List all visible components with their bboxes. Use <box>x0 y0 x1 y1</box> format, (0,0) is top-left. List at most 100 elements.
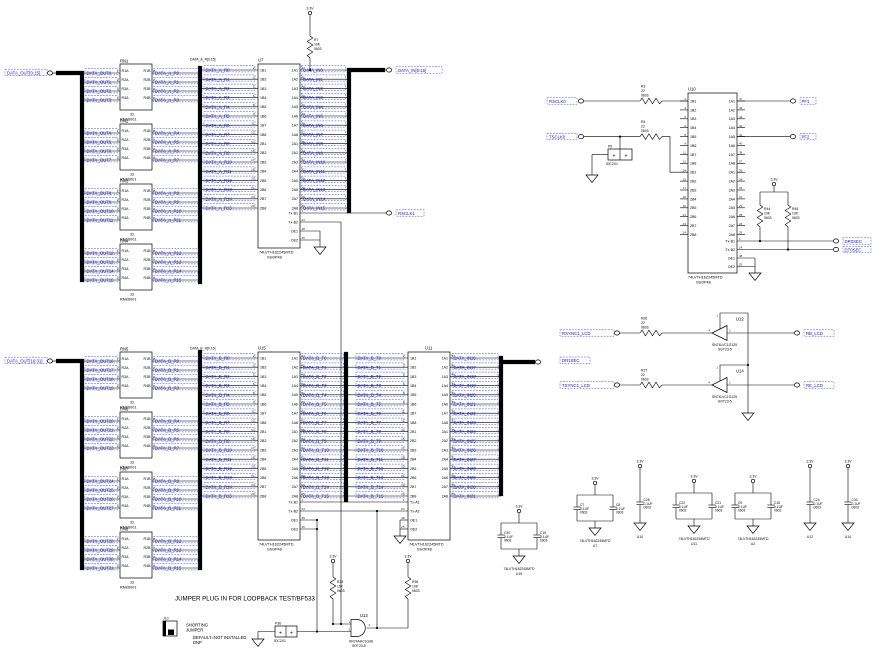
svg-text:R3A: R3A <box>122 555 130 559</box>
net-label: DATA_B_T4 <box>300 390 346 397</box>
net-label: DATA_IN23 <box>450 417 501 425</box>
net-label: DATA_OUT16 <box>82 356 120 364</box>
svg-text:DATA_A_R12: DATA_A_R12 <box>155 251 182 256</box>
port-dr0sec: DR0SEC <box>833 237 872 245</box>
net-label: DATA_B_T5 <box>346 399 408 407</box>
port-glyph <box>614 382 620 388</box>
svg-text:43: 43 <box>302 382 306 386</box>
svg-text:1A4: 1A4 <box>292 384 298 388</box>
svg-text:8: 8 <box>154 249 156 253</box>
net-label: DATA_OUT8 <box>82 188 120 196</box>
net-label: DATA_OUT31 <box>82 563 120 571</box>
svg-text:DATA_B_T2: DATA_B_T2 <box>358 374 382 379</box>
bus-data-in-b <box>498 355 536 497</box>
svg-text:2B3: 2B3 <box>260 160 266 164</box>
gnd-symbol <box>687 522 701 534</box>
svg-text:C9: C9 <box>738 501 742 505</box>
svg-text:2A8: 2A8 <box>442 494 448 498</box>
bus-data-out-b <box>55 358 85 571</box>
svg-text:DATA_A_R11: DATA_A_R11 <box>206 169 233 174</box>
svg-text:1A7: 1A7 <box>729 153 735 157</box>
svg-text:OE2: OE2 <box>728 265 735 269</box>
net-label: DATA_OUT14 <box>82 266 120 274</box>
svg-text:37: 37 <box>302 419 306 423</box>
svg-text:DATA_IN3: DATA_IN3 <box>303 95 324 100</box>
svg-text:R3B: R3B <box>144 495 152 499</box>
svg-text:RN8S001: RN8S001 <box>120 406 136 410</box>
svg-text:0603: 0603 <box>641 129 649 133</box>
svg-text:U15: U15 <box>516 572 522 576</box>
svg-text:7: 7 <box>154 198 156 202</box>
svg-text:1B3: 1B3 <box>260 87 266 91</box>
svg-text:OE2: OE2 <box>291 238 298 242</box>
svg-text:1A2: 1A2 <box>292 366 298 370</box>
net-label: DATA_B_T2 <box>300 371 346 379</box>
svg-text:DATA_B_T9: DATA_B_T9 <box>358 438 382 443</box>
svg-text:1A3: 1A3 <box>442 375 448 379</box>
svg-text:1B3: 1B3 <box>690 117 696 121</box>
net-label: DATA_B_T3 <box>346 381 408 388</box>
svg-text:9: 9 <box>253 400 255 404</box>
net-label: DATA_B_T8 <box>346 427 408 434</box>
svg-text:6: 6 <box>154 147 156 151</box>
svg-text:10K: 10K <box>314 43 321 47</box>
svg-text:7: 7 <box>154 366 156 370</box>
svg-text:2A1: 2A1 <box>729 171 735 175</box>
svg-text:DATA_IN22: DATA_IN22 <box>454 411 477 416</box>
rn-ref: RN3 <box>120 179 129 184</box>
svg-text:0.1UF: 0.1UF <box>774 505 783 509</box>
svg-text:DATA_A_R14: DATA_A_R14 <box>206 196 233 201</box>
port-label: RSYNC1_LCD <box>562 331 590 336</box>
svg-text:2B3: 2B3 <box>260 448 266 452</box>
net-label: DATA_IN22 <box>450 408 501 416</box>
chip-u15: U15 DATA_B_R0DATA_B_R1DATA_B_R2DATA_B_R3… <box>202 346 346 552</box>
svg-text:11: 11 <box>251 121 254 125</box>
svg-text:2B6: 2B6 <box>260 476 266 480</box>
svg-text:43: 43 <box>302 94 306 98</box>
chip-u7-input-nets: DATA_A_R0DATA_A_R1DATA_A_R2DATA_A_R3DATA… <box>202 65 258 211</box>
svg-text:2: 2 <box>253 354 255 358</box>
svg-text:DATA_OUT30: DATA_OUT30 <box>87 557 115 562</box>
net-label: DATA_OUT6 <box>82 146 120 154</box>
bus-label-a: DATA_A_R[0:15] <box>190 58 216 62</box>
svg-text:DATA_OUT10: DATA_OUT10 <box>87 209 115 214</box>
svg-text:25: 25 <box>302 204 306 208</box>
net-label: DATA_B_T12 <box>300 463 346 471</box>
svg-text:2: 2 <box>253 66 255 70</box>
svg-text:R27: R27 <box>641 369 647 373</box>
svg-text:R36: R36 <box>412 580 418 584</box>
svg-text:R4A: R4A <box>122 216 130 220</box>
svg-text:6: 6 <box>403 382 405 386</box>
svg-text:C18: C18 <box>774 501 780 505</box>
port-label: PF2 <box>802 135 810 140</box>
svg-text:R3B: R3B <box>144 267 152 271</box>
svg-text:1B1: 1B1 <box>410 356 416 360</box>
chip-u11: U11 DATA_B_T0DATA_B_T1DATA_B_T2DATA_B_T3… <box>346 346 501 552</box>
section-data-a: DATA_OUT[0:15] DATA_A_R[0:15] DATA_OUT0D… <box>4 7 443 624</box>
svg-text:26: 26 <box>739 222 743 226</box>
svg-text:7: 7 <box>154 546 156 550</box>
section-data-b: DATA_OUT[16:31] DATA_B_R[0:15] DATA_OUT1… <box>4 346 541 632</box>
svg-text:C21: C21 <box>715 501 721 505</box>
svg-text:74LVTH162245MTD: 74LVTH162245MTD <box>679 537 710 541</box>
svg-text:0603: 0603 <box>641 378 649 382</box>
svg-text:3.3V: 3.3V <box>307 7 315 11</box>
svg-text:DATA_OUT12: DATA_OUT12 <box>87 251 115 256</box>
chip-u11-output-nets: DATA_IN16DATA_IN17DATA_IN18DATA_IN19DATA… <box>450 353 501 499</box>
svg-text:DATA_A_R13: DATA_A_R13 <box>206 187 233 192</box>
svg-text:R3B: R3B <box>144 555 152 559</box>
svg-text:DATA_B_R2: DATA_B_R2 <box>206 374 231 379</box>
port-data-out-b: DATA_OUT[16:31] <box>4 356 58 364</box>
svg-text:DATA_B_R9: DATA_B_R9 <box>155 488 180 493</box>
svg-text:DATA_A_R15: DATA_A_R15 <box>155 278 182 283</box>
net-label: DATA_IN12 <box>300 175 349 183</box>
svg-text:21: 21 <box>683 213 687 217</box>
svg-text:2: 2 <box>729 381 731 385</box>
net-label: DATA_A_R4 <box>152 128 200 136</box>
svg-text:10K: 10K <box>337 585 344 589</box>
svg-text:0603: 0603 <box>314 47 322 51</box>
chip-u7: U7 DATA_A_R0DATA_A_R1DATA_A_R2DATA_A_R3D… <box>202 58 349 260</box>
